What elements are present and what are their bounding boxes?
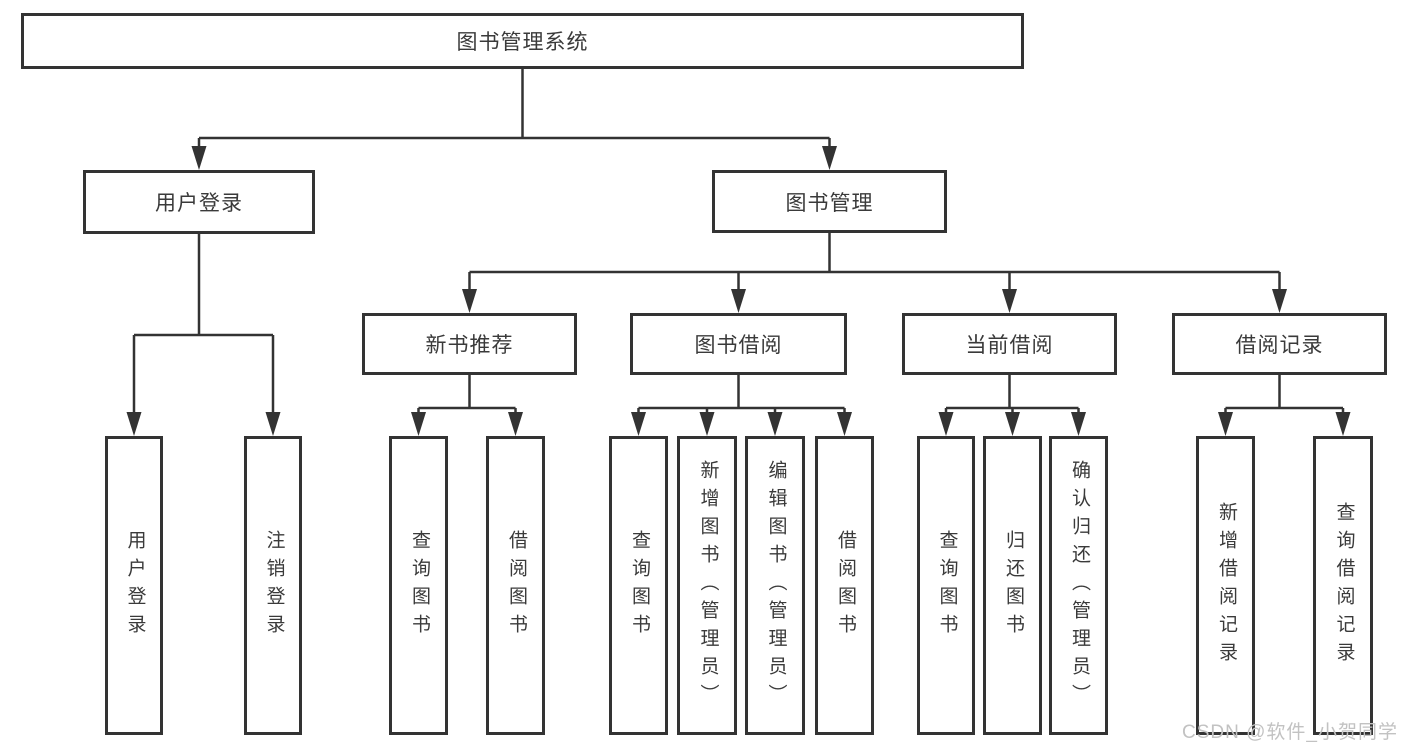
leaf-label: 编辑图书（管理员） [765, 459, 787, 712]
node-label: 图书借阅 [694, 334, 783, 357]
leaf-label: 查询图书 [628, 529, 650, 642]
leaf-confirm-return-admin: 确认归还（管理员） [1049, 436, 1108, 735]
node-book-borrowing: 图书借阅 [630, 313, 847, 375]
node-label: 当前借阅 [965, 334, 1054, 357]
leaf-add-books-admin: 新增图书（管理员） [677, 436, 737, 735]
connector-root-to-level2 [191, 69, 837, 170]
leaf-query-books-borrowing: 查询图书 [609, 436, 668, 735]
node-book-management: 图书管理 [712, 170, 947, 233]
connector-book-borrowing-to-leaves [631, 375, 852, 436]
node-library-management-system: 图书管理系统 [21, 13, 1024, 69]
node-label: 借阅记录 [1235, 334, 1324, 357]
leaf-add-borrow-record: 新增借阅记录 [1196, 436, 1255, 735]
leaf-label: 查询图书 [936, 529, 958, 642]
leaf-label: 归还图书 [1002, 529, 1024, 642]
connector-user-login-to-leaves [126, 234, 281, 436]
node-label: 图书管理系统 [456, 31, 589, 54]
leaf-label: 用户登录 [124, 529, 146, 642]
node-label: 新书推荐 [425, 334, 514, 357]
leaf-borrow-books: 借阅图书 [815, 436, 874, 735]
node-label: 图书管理 [785, 191, 874, 215]
leaf-edit-books-admin: 编辑图书（管理员） [745, 436, 805, 735]
node-label: 用户登录 [155, 192, 243, 215]
leaf-user-login: 用户登录 [105, 436, 163, 735]
leaf-label: 借阅图书 [505, 529, 527, 642]
leaf-return-books: 归还图书 [983, 436, 1042, 735]
leaf-label: 新增图书（管理员） [697, 459, 719, 712]
leaf-logout: 注销登录 [244, 436, 302, 735]
node-new-book-recommendation: 新书推荐 [362, 313, 577, 375]
leaf-label: 查询借阅记录 [1333, 501, 1355, 670]
watermark: CSDN @软件_小贺同学 [1182, 722, 1398, 743]
leaf-label: 注销登录 [263, 529, 285, 642]
node-user-login: 用户登录 [83, 170, 315, 234]
leaf-label: 新增借阅记录 [1215, 501, 1237, 670]
connector-new-book-recommendation-to-leaves [411, 375, 523, 436]
connector-borrowing-records-to-leaves [1218, 375, 1351, 436]
leaf-query-books-current: 查询图书 [917, 436, 975, 735]
leaf-label: 查询图书 [408, 529, 430, 642]
leaf-label: 确认归还（管理员） [1068, 459, 1090, 712]
node-current-borrowing: 当前借阅 [902, 313, 1117, 375]
connector-book-management-to-level3 [462, 233, 1287, 313]
leaf-query-books-recommend: 查询图书 [389, 436, 448, 735]
leaf-label: 借阅图书 [834, 529, 856, 642]
leaf-query-borrow-record: 查询借阅记录 [1313, 436, 1373, 735]
leaf-borrow-books-recommend: 借阅图书 [486, 436, 545, 735]
node-borrowing-records: 借阅记录 [1172, 313, 1387, 375]
connector-current-borrowing-to-leaves [938, 375, 1086, 436]
